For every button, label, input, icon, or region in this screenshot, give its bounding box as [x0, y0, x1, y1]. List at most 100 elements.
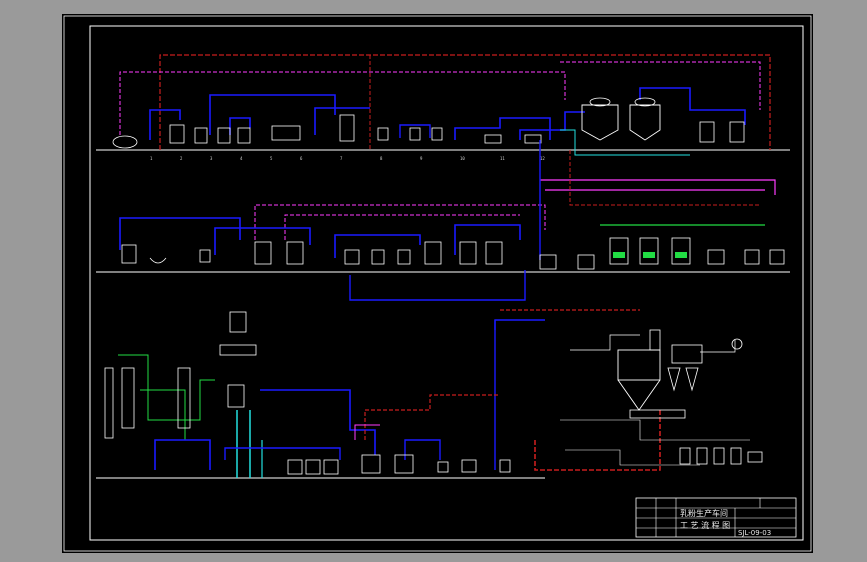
cyclone [685, 367, 699, 392]
top-blue-pipe-8 [399, 124, 431, 138]
fluid-bed [629, 409, 686, 419]
equipment-box [194, 127, 208, 144]
svg-text:4: 4 [240, 156, 243, 161]
equipment-box [484, 134, 502, 144]
outer-frame [63, 15, 812, 552]
title-block-frame [635, 497, 797, 538]
svg-text:5: 5 [270, 156, 273, 161]
mixer [149, 257, 167, 264]
top-blue-pipe-2 [149, 109, 181, 140]
tank [424, 241, 442, 265]
heat-exchanger-coil [643, 252, 655, 258]
equipment-box [169, 124, 185, 144]
equipment-box [409, 127, 421, 141]
svg-text:9: 9 [420, 156, 423, 161]
separator-tank [227, 384, 245, 408]
equipment-box [397, 249, 411, 265]
equipment-box [344, 249, 360, 265]
equipment-box [524, 134, 542, 144]
mid-blue-pipe-1 [119, 217, 241, 250]
silo [713, 447, 725, 465]
silo [679, 447, 691, 465]
top-magenta-header-pipe-2 [560, 61, 761, 110]
column-tank [104, 367, 114, 439]
svg-text:12: 12 [540, 156, 545, 161]
cooler [271, 125, 301, 141]
bottom-red-pipe [364, 394, 500, 440]
mid-blue-pipe-4 [454, 224, 521, 255]
tank [485, 241, 503, 265]
silo [730, 447, 742, 465]
equipment-box [287, 459, 303, 475]
drawing-subtitle: 工 艺 流 程 图 [680, 520, 730, 530]
equipment-box [577, 254, 595, 270]
mid-blue-pipe-2 [214, 227, 311, 255]
mid-magenta-header-2 [284, 214, 520, 240]
mid-magenta-header [254, 204, 546, 240]
bottom-blue-pipe-1 [154, 439, 211, 470]
top-blue-pipe-1 [209, 94, 336, 135]
equipment-box [769, 249, 785, 265]
spray-dryer-section [560, 329, 763, 466]
middle-process-row [96, 140, 790, 301]
dryer-air-line [570, 334, 640, 351]
inner-frame [89, 25, 804, 541]
mid-red-line [569, 150, 760, 206]
bottom-green-loop-2 [140, 389, 186, 440]
equipment-box [323, 459, 339, 475]
crystallizer [671, 237, 691, 265]
storage-tank [339, 114, 355, 142]
top-magenta-header-pipe [119, 71, 566, 135]
top-blue-pipe-7 [639, 87, 746, 125]
bottom-blue-pipe-2 [260, 389, 376, 455]
top-blue-pipe-4 [314, 107, 370, 135]
equipment-box [217, 127, 231, 144]
equipment-box [437, 461, 449, 473]
dryer-inlet [649, 329, 661, 351]
svg-text:11: 11 [500, 156, 505, 161]
separator-motor [229, 311, 247, 333]
mid-magenta-line [540, 179, 776, 195]
tank [286, 241, 304, 265]
drawing-title: 乳粉生产车间 [680, 508, 728, 518]
separator-body [219, 344, 257, 356]
powder-conveying-line [565, 449, 700, 466]
bottom-green-loop [118, 354, 215, 421]
equipment-box [237, 127, 251, 144]
tank [121, 244, 137, 264]
equipment-box [539, 254, 557, 270]
equipment-box [377, 127, 389, 141]
dryer-exhaust-line [700, 340, 736, 353]
tank [361, 454, 381, 474]
spray-dryer-chamber [617, 349, 661, 381]
column-tank [177, 367, 191, 429]
svg-text:3: 3 [210, 156, 213, 161]
evaporator-2 [629, 104, 661, 141]
crystallizer [609, 237, 629, 265]
crystallizer [639, 237, 659, 265]
equipment-box [744, 249, 760, 265]
equipment-box [707, 249, 725, 265]
heat-exchanger-coil [675, 252, 687, 258]
tank [394, 454, 414, 474]
svg-text:7: 7 [340, 156, 343, 161]
tank [459, 241, 477, 265]
svg-text:6: 6 [300, 156, 303, 161]
bottom-blue-pipe-3 [224, 447, 341, 460]
heat-exchanger-coil [613, 252, 625, 258]
mid-blue-pipe-5 [349, 270, 526, 301]
evaporator-top [589, 97, 611, 107]
cyclone-housing [671, 344, 703, 364]
tank [699, 121, 715, 143]
packing-machine [747, 451, 763, 463]
top-blue-pipe-5 [454, 117, 551, 140]
tank [729, 121, 745, 143]
title-block: 乳粉生产车间 工 艺 流 程 图 SJL-09-03 [635, 497, 797, 538]
svg-text:1: 1 [150, 156, 153, 161]
evaporator-top [634, 97, 656, 107]
receiving-tank [112, 135, 138, 149]
svg-text:10: 10 [460, 156, 465, 161]
svg-text:2: 2 [180, 156, 183, 161]
svg-text:8: 8 [380, 156, 383, 161]
